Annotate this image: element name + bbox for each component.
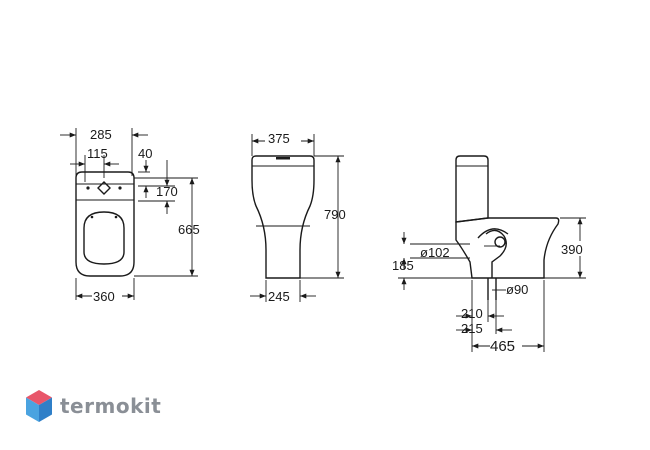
- profile-view: ø102 185 390 ø90 210 215 465: [392, 155, 590, 355]
- dim-profile-outlet-height: 185: [392, 258, 414, 273]
- dim-front-seat-depth: 170: [156, 184, 178, 199]
- dim-profile-length: 465: [490, 338, 515, 355]
- dim-profile-offset-a: 210: [461, 306, 483, 321]
- dim-profile-connection-diameter: ø90: [506, 282, 528, 297]
- dim-side-total-height: 790: [324, 207, 346, 222]
- dim-front-height: 665: [178, 222, 200, 237]
- dim-side-base-width: 245: [268, 289, 290, 304]
- dim-profile-outlet-diameter: ø102: [420, 245, 450, 260]
- dim-side-top-width: 375: [268, 131, 290, 146]
- logo-wordmark: termokit: [60, 394, 162, 418]
- dim-front-base-width: 360: [93, 289, 115, 304]
- dim-front-width: 285: [90, 127, 112, 142]
- dim-front-bolt-spacing: 115: [87, 146, 108, 161]
- side-view: 375 790 245: [250, 131, 346, 304]
- dim-profile-bowl-height: 390: [561, 242, 583, 257]
- dim-front-top-offset: 40: [138, 146, 152, 161]
- termokit-logo: termokit: [24, 386, 161, 426]
- hexagon-cube-icon: [26, 390, 52, 422]
- dim-profile-offset-b: 215: [461, 321, 483, 336]
- front-view: 285 115 40 170 665 360: [60, 127, 200, 304]
